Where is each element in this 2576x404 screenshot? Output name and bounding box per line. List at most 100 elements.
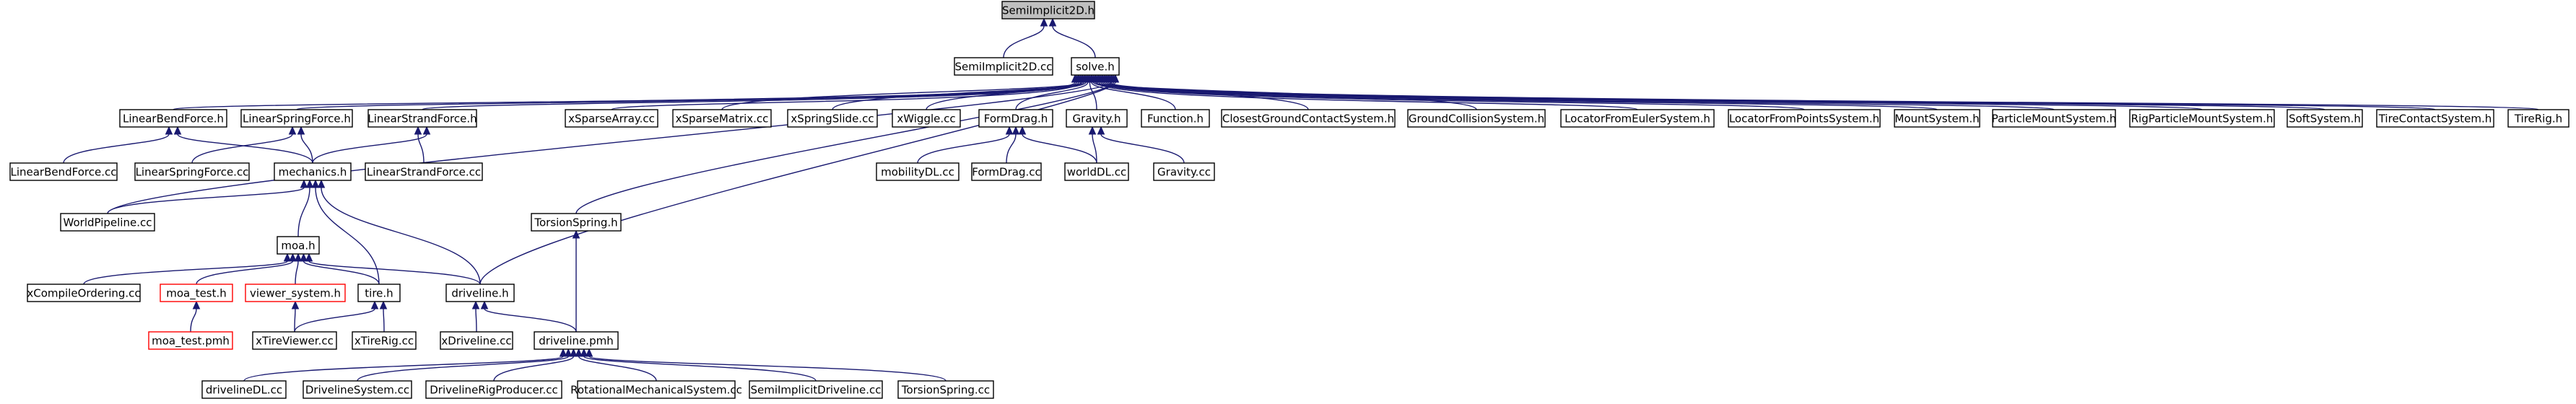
node-drivelineh[interactable]: driveline.h [445,284,515,302]
node-box [577,380,736,399]
node-formdragh[interactable]: FormDrag.h [978,109,1053,128]
node-box [531,213,622,232]
node-tirerig[interactable]: TireRig.h [2507,109,2570,128]
node-moatestpmh[interactable]: moa_test.pmh [148,331,233,350]
node-pms[interactable]: ParticleMountSystem.h [1992,109,2117,128]
node-lstrh[interactable]: LinearStrandForce.h [367,109,477,128]
edge-worlddl-to-formdragh [1018,126,1097,164]
node-xtr[interactable]: xTireRig.cc [352,331,417,350]
node-label: RotationalMechanicalSystem.cc [570,384,742,397]
node-mobdl[interactable]: mobilityDL.cc [876,162,960,181]
arrowhead [1011,126,1020,135]
node-box [897,380,994,399]
node-semi2dcc[interactable]: SemiImplicit2D.cc [954,57,1053,76]
node-xss[interactable]: xSpringSlide.cc [787,109,878,128]
node-rms[interactable]: RotationalMechanicalSystem.cc [570,380,742,399]
node-lbfcc[interactable]: LinearBendForce.cc [9,162,118,181]
node-label: DrivelineSystem.cc [305,384,409,397]
edge-line [303,260,380,285]
edge-line [484,308,577,333]
node-box [978,109,1053,128]
edge-moatestpmh-to-moatest [190,300,201,333]
node-moah[interactable]: moa.h [277,236,320,255]
node-lbfh[interactable]: LinearBendForce.h [119,109,227,128]
node-gravcc[interactable]: Gravity.cc [1153,162,1215,181]
node-gcs[interactable]: GroundCollisionSystem.h [1407,109,1546,128]
node-label: xDriveline.cc [441,335,511,348]
node-xwig[interactable]: xWiggle.cc [892,109,961,128]
edge-line [243,356,564,382]
node-label: tire.h [365,287,393,300]
node-formdragcc[interactable]: FormDrag.cc [971,162,1042,181]
node-mounts[interactable]: MountSystem.h [1894,109,1980,128]
node-label: Gravity.h [1073,113,1121,126]
edge-line [578,356,657,382]
edge-line [475,308,477,333]
node-mechh[interactable]: mechanics.h [274,162,352,181]
node-dlpmh[interactable]: driveline.pmh [534,331,619,350]
node-box [1141,109,1210,128]
node-label: TorsionSpring.h [534,216,617,229]
arrowhead [564,348,573,357]
edge-line [583,356,817,382]
node-label: xTireRig.cc [354,335,414,348]
node-xtv[interactable]: xTireViewer.cc [252,331,337,350]
node-box [1992,109,2116,128]
node-tireh[interactable]: tire.h [357,284,401,302]
node-lsfcc[interactable]: LinearSpringForce.cc [134,162,250,181]
node-lsfh[interactable]: LinearSpringForce.h [240,109,353,128]
node-gravh[interactable]: Gravity.h [1066,109,1128,128]
edge-line [177,133,313,164]
node-xco[interactable]: xCompileOrdering.cc [27,284,141,302]
arrowhead [300,179,308,188]
edge-mobdl-to-formdragh [917,126,1014,164]
node-dldl[interactable]: drivelineDL.cc [201,380,287,399]
node-label: ClosestGroundContactSystem.h [1222,113,1394,126]
node-xdl[interactable]: xDriveline.cc [440,331,513,350]
node-lfps[interactable]: LocatorFromPointsSystem.h [1728,109,1881,128]
arrowhead [300,252,308,262]
node-funch[interactable]: Function.h [1141,109,1210,128]
node-sidl[interactable]: SemiImplicitDriveline.cc [749,380,883,399]
node-softs[interactable]: SoftSystem.h [2286,109,2363,128]
node-worlddl[interactable]: worldDL.cc [1064,162,1129,181]
node-semi2dh[interactable]: SemiImplicit2D.h [1001,1,1095,19]
arrowhead [305,179,314,188]
node-label: LinearBendForce.cc [10,166,116,179]
node-dlsys[interactable]: DrivelineSystem.cc [303,380,412,399]
node-torsioncc[interactable]: TorsionSpring.cc [897,380,994,399]
edge-line [1104,82,2203,110]
node-box [367,109,477,128]
node-box [2376,109,2494,128]
node-lstrcc[interactable]: LinearStrandForce.cc [365,162,483,181]
arrowhead [572,229,580,239]
node-box [1001,1,1095,19]
edge-line [1098,82,1805,110]
node-viewer[interactable]: viewer_system.h [245,284,346,302]
node-tcs[interactable]: TireContactSystem.h [2376,109,2494,128]
edge-mechh-to-lsfh [297,126,313,164]
node-lfes[interactable]: LocatorFromEulerSystem.h [1560,109,1715,128]
edge-line [383,308,385,333]
node-xsa[interactable]: xSparseArray.cc [565,109,658,128]
node-torsionh[interactable]: TorsionSpring.h [531,213,622,232]
node-label: SemiImplicit2D.h [1002,4,1095,17]
node-worldpipe[interactable]: WorldPipeline.cc [60,213,155,232]
edge-line [721,82,1083,110]
node-label: LinearSpringForce.h [243,113,351,126]
node-box [357,284,401,302]
node-box [971,162,1042,181]
edge-line [83,260,288,285]
node-label: MountSystem.h [1894,113,1979,126]
edge-line [1006,133,1017,164]
node-rpms[interactable]: RigParticleMountSystem.h [2129,109,2275,128]
node-box [1221,109,1396,128]
node-xsm[interactable]: xSparseMatrix.cc [672,109,772,128]
node-label: solve.h [1076,61,1115,74]
node-moatest[interactable]: moa_test.h [160,284,233,302]
node-dlrp[interactable]: DrivelineRigProducer.cc [425,380,562,399]
node-label: viewer_system.h [250,287,341,301]
edge-line [190,308,197,333]
node-solve[interactable]: solve.h [1071,57,1120,76]
node-cgcs[interactable]: ClosestGroundContactSystem.h [1221,109,1396,128]
